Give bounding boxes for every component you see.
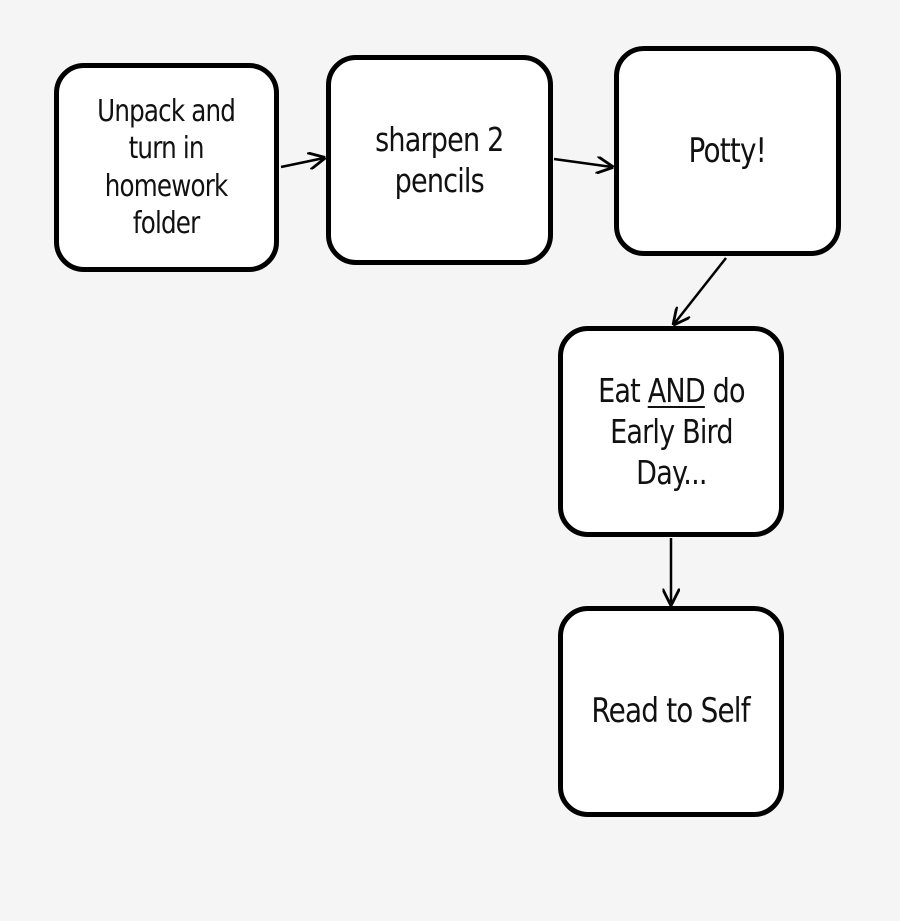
arrow-sharpen-to-potty	[553, 159, 612, 167]
step-eat-line-1: Eat AND do	[598, 370, 745, 411]
step-potty-line: Potty!	[688, 130, 767, 171]
step-read-node: Read to Self	[558, 606, 784, 817]
step-potty-label: Potty!	[689, 130, 767, 173]
step-eat-label: Eat AND do Early Bird Day...	[598, 370, 745, 494]
step-read-label: Read to Self	[591, 690, 751, 733]
step-sharpen-line: sharpen 2	[375, 119, 504, 159]
step-eat-line-2: Early Bird	[609, 411, 733, 451]
arrow-potty-to-eat	[674, 257, 727, 324]
step-eat-node: Eat AND do Early Bird Day...	[558, 326, 784, 537]
step-eat-text: Eat	[597, 370, 648, 410]
step-read-line: Read to Self	[591, 691, 751, 732]
step-eat-line-3: Day...	[635, 453, 707, 493]
step-potty-node: Potty!	[614, 46, 841, 256]
step-unpack-node: Unpack and turn in homework folder	[54, 63, 279, 272]
step-eat-underlined-text: AND	[647, 370, 705, 410]
step-unpack-line: homework	[105, 168, 229, 204]
step-sharpen-node: sharpen 2 pencils	[326, 55, 553, 265]
step-unpack-line: folder	[133, 206, 200, 241]
step-unpack-line: turn in	[128, 131, 205, 166]
step-unpack-label: Unpack and turn in homework folder	[97, 93, 237, 243]
step-sharpen-line: pencils	[394, 161, 485, 200]
arrow-unpack-to-sharpen	[280, 158, 324, 167]
step-eat-text: do	[704, 370, 745, 410]
step-unpack-line: Unpack and	[97, 93, 237, 129]
step-sharpen-label: sharpen 2 pencils	[375, 119, 504, 202]
